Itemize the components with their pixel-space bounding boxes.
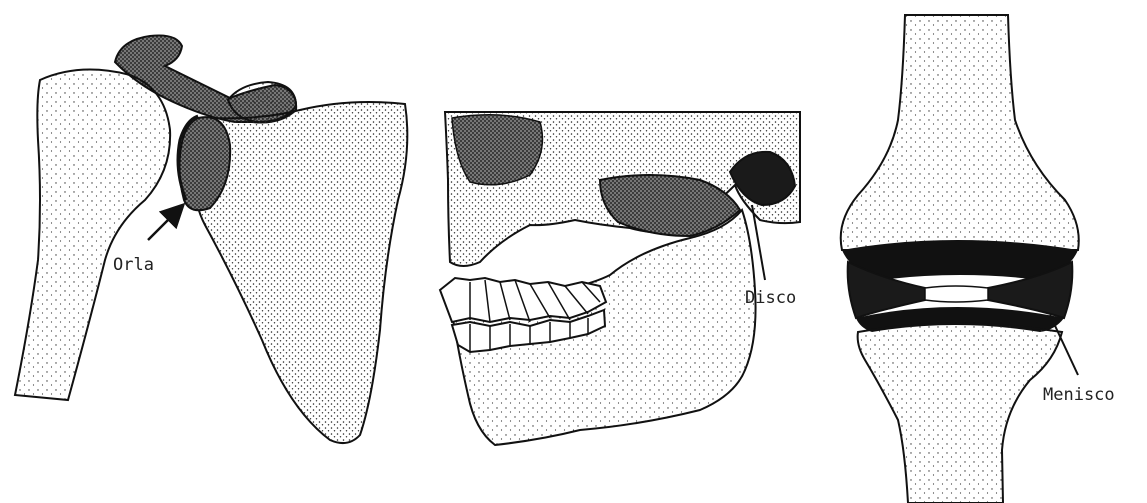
knee-label: Menisco	[1043, 385, 1115, 405]
shoulder-figure: Orla	[15, 35, 407, 443]
joint-space	[925, 286, 988, 302]
orbit	[452, 115, 542, 185]
knee-figure: Menisco	[841, 15, 1115, 503]
shoulder-label-arrow	[148, 208, 180, 240]
femur	[841, 15, 1079, 250]
shoulder-label: Orla	[113, 255, 154, 275]
tibia	[858, 324, 1062, 503]
jaw-label: Disco	[745, 288, 796, 308]
jaw-figure: Disco	[440, 112, 800, 445]
humerus	[15, 70, 170, 400]
